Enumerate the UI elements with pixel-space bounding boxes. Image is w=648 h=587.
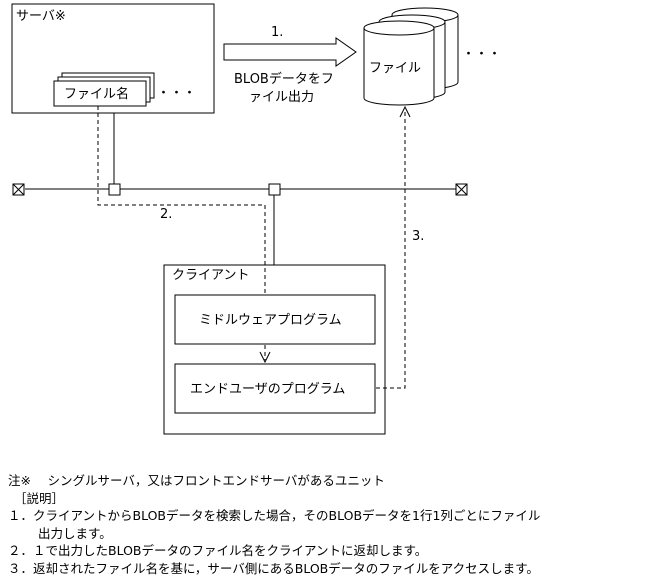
- enduser-program-box: [174, 363, 376, 414]
- client-box: [163, 264, 386, 435]
- file-ellipsis: ・・・: [462, 47, 501, 62]
- explanation-item-1: １．クライアントからBLOBデータを検索した場合，そのBLOBデータを1行1列ご…: [8, 508, 541, 523]
- client-bus-node: [268, 183, 281, 196]
- note-head: 注※ シングルサーバ，又はフロントエンドサーバがあるユニット: [8, 473, 385, 488]
- bus-terminator-left: [12, 183, 25, 196]
- step1-text-line2: ァイル出力: [249, 90, 314, 105]
- middleware-program-label: ミドルウェアプログラム: [199, 313, 342, 328]
- enduser-program-label: エンドユーザのプログラム: [190, 382, 345, 397]
- step3-arrowhead: [399, 105, 411, 118]
- explanation-item-2: ２．１で出力したBLOBデータのファイル名をクライアントに返却します。: [8, 543, 428, 558]
- step3-number: 3.: [412, 229, 424, 244]
- notes-section: 注※ シングルサーバ，又はフロントエンドサーバがあるユニット ［説明］ １．クラ…: [8, 472, 638, 577]
- blob-file-output-diagram: サーバ※ ファイル名 ・・・ 1. BLOBデータをフ ァイル出力 ファイル ・…: [11, 3, 501, 435]
- filename-card-front: [53, 80, 147, 107]
- explanation-item-3: ３．返却されたファイル名を基に，サーバ側にあるBLOBデータのファイルをアクセス…: [8, 560, 539, 576]
- step3-dashed-path: [376, 110, 406, 389]
- step2-arrowhead: [259, 351, 271, 364]
- file-cylinder-front: [363, 20, 435, 106]
- explanation-heading: ［説明］: [14, 490, 65, 506]
- server-label: サーバ※: [16, 9, 66, 24]
- client-label: クライアント: [172, 268, 249, 283]
- step1-text-line1: BLOBデータをフ: [234, 71, 334, 87]
- server-ellipsis: ・・・: [157, 86, 196, 101]
- step1-arrow: [223, 37, 357, 67]
- step2-dashed-path: [97, 106, 266, 360]
- server-bus-node: [108, 183, 121, 196]
- step2-number: 2.: [160, 207, 172, 222]
- file-label: ファイル: [369, 61, 421, 76]
- bus-terminator-right: [455, 183, 468, 196]
- step1-number: 1.: [271, 25, 283, 40]
- middleware-program-box: [174, 294, 376, 345]
- filename-label: ファイル名: [64, 86, 129, 102]
- explanation-item-1-continued: 出力します。: [38, 525, 112, 541]
